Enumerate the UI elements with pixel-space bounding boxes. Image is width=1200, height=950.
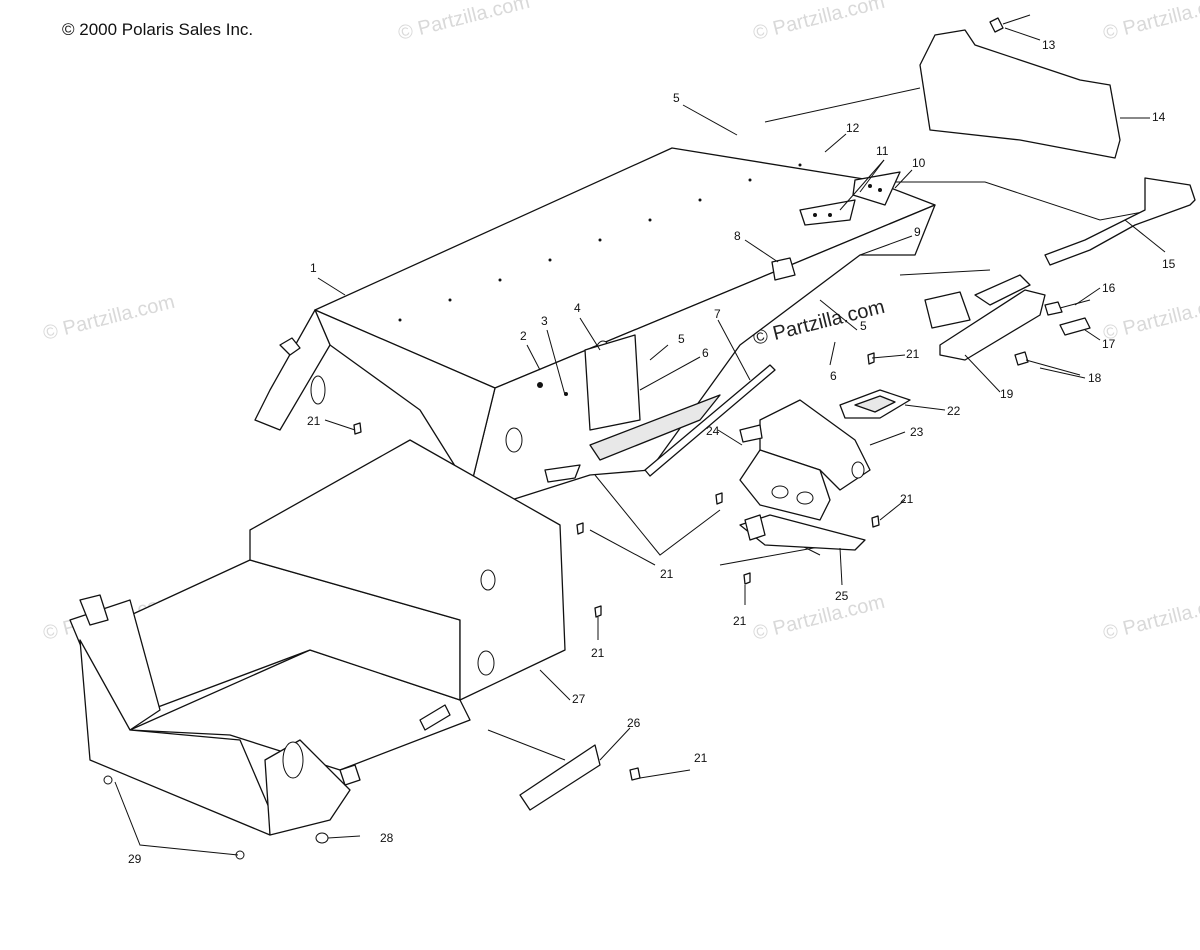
callout-23: 23 [910,425,924,439]
callout-19: 19 [1000,387,1014,401]
part-26-plate [487,729,601,811]
callout-21: 21 [906,347,920,361]
part-7-rod [644,364,776,477]
part-22-pad [839,389,911,419]
callout-22: 22 [947,404,961,418]
callout-21: 21 [900,492,914,506]
part-28-grommet [315,832,361,844]
callout-26: 26 [627,716,641,730]
callout-18: 18 [1088,371,1102,385]
callout-4: 4 [574,301,581,315]
callouts: 1 2 3 4 5 5 5 6 6 7 8 9 10 11 12 13 14 1… [128,38,1176,866]
callout-8: 8 [734,229,741,243]
callout-24: 24 [706,424,720,438]
callout-15: 15 [1162,257,1176,271]
callout-29: 29 [128,852,142,866]
callout-13: 13 [1042,38,1056,52]
callout-3: 3 [541,314,548,328]
watermark: © Partzilla.com [41,291,177,345]
watermark: © Partzilla.com [1101,0,1200,45]
copyright-notice: © 2000 Polaris Sales Inc. [62,20,254,39]
callout-1: 1 [310,261,317,275]
part-14-flap [919,29,1121,159]
callout-10: 10 [912,156,926,170]
callout-17: 17 [1102,337,1116,351]
callout-7: 7 [714,307,721,321]
callout-11: 11 [876,144,889,158]
callout-16: 16 [1102,281,1116,295]
callout-5: 5 [678,332,685,346]
part-23-mount [739,399,871,521]
watermark: © Partzilla.com [1101,291,1200,345]
callout-9: 9 [914,225,921,239]
callout-leaders [114,27,1166,856]
callout-5: 5 [673,91,680,105]
callout-6: 6 [830,369,837,383]
part-13-bolt [989,14,1031,33]
callout-21: 21 [307,414,321,428]
callout-25: 25 [835,589,849,603]
part-27-front-frame [69,439,566,836]
callout-5: 5 [860,319,867,333]
part-29-feet [103,775,245,860]
part-19-hinge-plate [939,274,1046,361]
callout-28: 28 [380,831,394,845]
callout-21: 21 [733,614,747,628]
callout-14: 14 [1152,110,1166,124]
watermark: © Partzilla.com [1101,591,1200,645]
watermark: © Partzilla.com [751,0,887,45]
part-1-tunnel [254,147,936,511]
watermark: © Partzilla.com [751,591,887,645]
fasteners-16-18 [1014,299,1091,376]
rivets-21 [353,352,880,781]
watermark: © Partzilla.com [396,0,532,45]
part-9-clip [924,291,971,329]
callout-21: 21 [694,751,708,765]
callout-21: 21 [591,646,605,660]
callout-6: 6 [702,346,709,360]
part-15-strip [1044,177,1196,266]
part-10-bracket [799,171,901,226]
part-25-bracket [739,514,866,551]
callout-27: 27 [572,692,586,706]
callout-21: 21 [660,567,674,581]
callout-12: 12 [846,121,860,135]
callout-2: 2 [520,329,527,343]
part-8-bushing [771,257,796,281]
